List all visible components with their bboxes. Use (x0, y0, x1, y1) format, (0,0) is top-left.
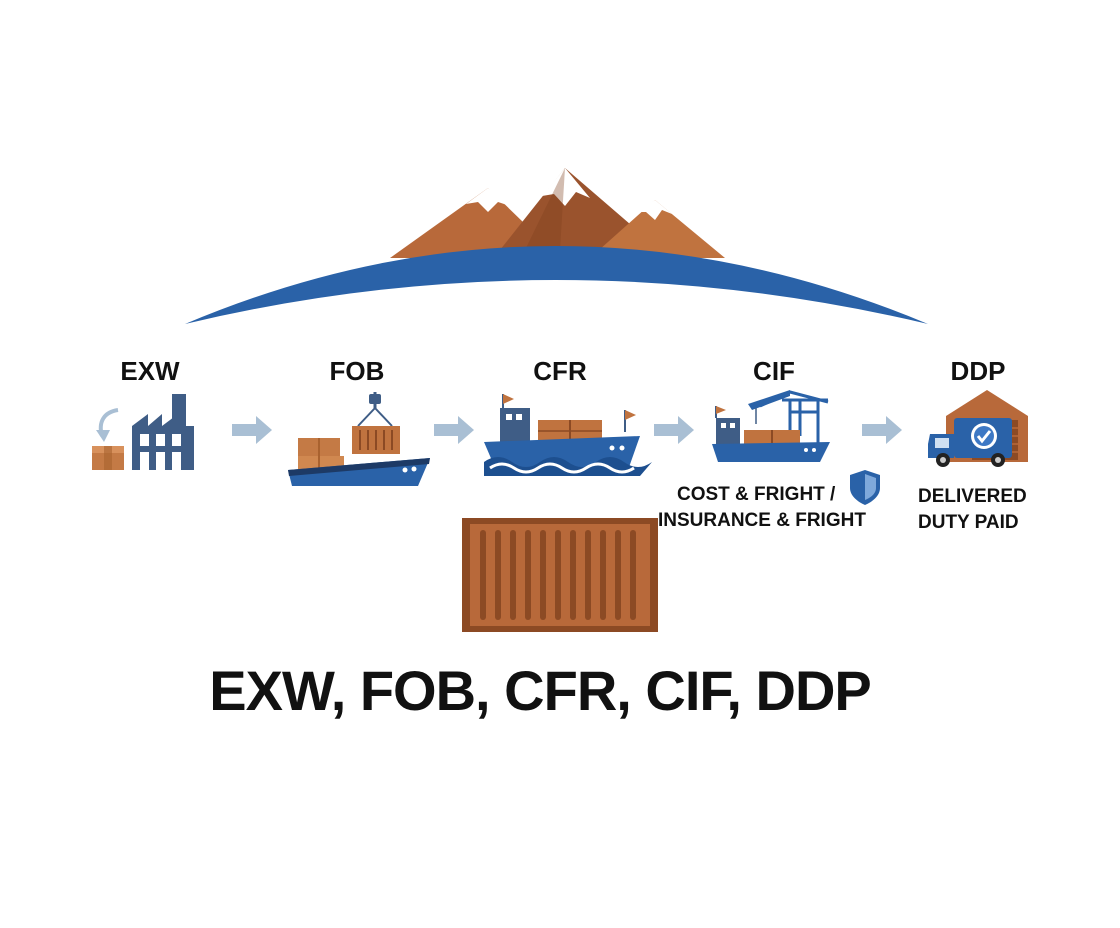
ddp-note-line1: DELIVERED (918, 486, 1027, 507)
cargo-ship-icon (484, 394, 652, 476)
shield-icon (850, 470, 880, 505)
delivery-truck-icon (928, 390, 1028, 467)
stage-label-fob: FOB (330, 356, 385, 386)
arrow-right-icon (434, 416, 474, 444)
port-crane-ship-icon (712, 390, 830, 462)
mountains-icon (390, 168, 725, 258)
shipping-container-icon (462, 518, 658, 632)
factory-icon (92, 394, 194, 470)
crane-ship-icon (288, 392, 430, 486)
stage-label-cfr: CFR (533, 356, 587, 386)
stage-label-exw: EXW (120, 356, 180, 386)
cif-note-line1: COST & FRIGHT / (677, 484, 836, 505)
arrow-right-icon (654, 416, 694, 444)
horizon-arc (185, 246, 928, 324)
arrow-right-icon (862, 416, 902, 444)
headline: EXW, FOB, CFR, CIF, DDP (209, 659, 871, 722)
cif-note-line2: INSURANCE & FRIGHT (658, 510, 866, 531)
stage-label-ddp: DDP (951, 356, 1006, 386)
stage-label-cif: CIF (753, 356, 795, 386)
arrow-right-icon (232, 416, 272, 444)
ddp-note-line2: DUTY PAID (918, 512, 1019, 533)
